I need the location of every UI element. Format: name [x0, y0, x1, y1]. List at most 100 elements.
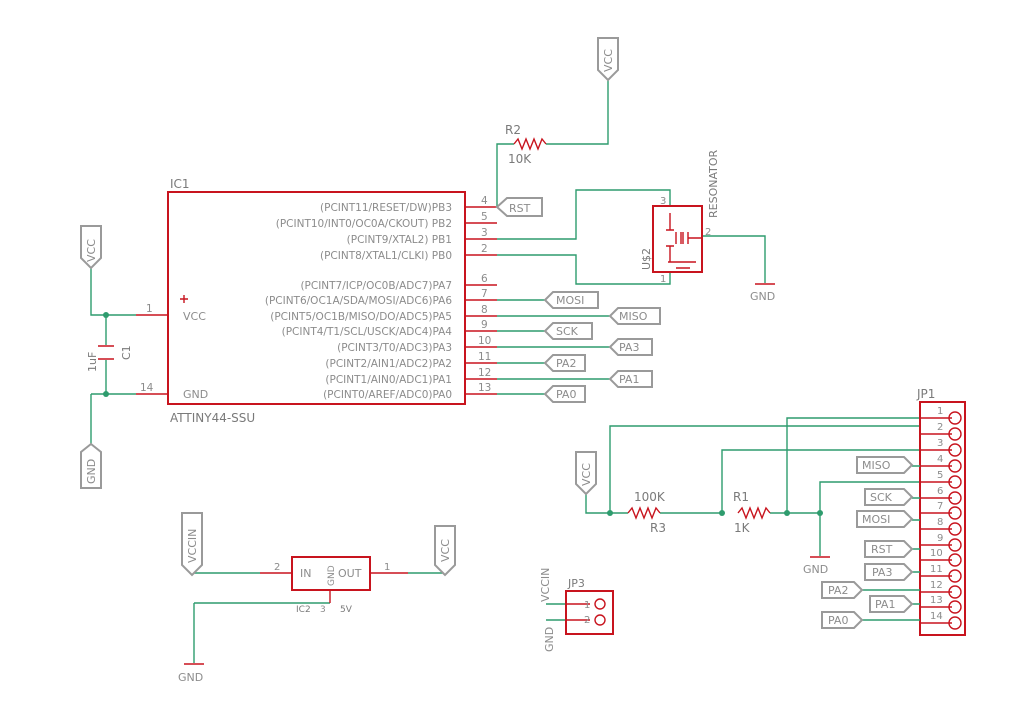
regulator-body — [291, 556, 371, 591]
ic1-pin-name-pa3: (PCINT3/T0/ADC3)PA3 — [337, 342, 452, 354]
isp-reset-network: 100K R3 R1 1K GND — [585, 417, 920, 576]
ic1-pin-num-7: 7 — [481, 288, 488, 300]
vccin-flag-shape — [181, 512, 203, 577]
resonator: 3 2 1 RESONATOR U$2 GND — [497, 149, 775, 303]
pa1-flag-shape — [608, 370, 653, 388]
regulator-pin-out: 1 — [384, 562, 390, 573]
ic1-pin-name-pa7: (PCINT7/ICP/OC0B/ADC7)PA7 — [300, 280, 452, 292]
jp1-pa3-label: PA3 — [872, 566, 892, 579]
vccin-flag-label: VCCIN — [186, 529, 199, 563]
jp1-pins — [920, 417, 952, 624]
vcc-flag-label: VCC — [439, 539, 452, 562]
jp3-pins — [565, 603, 590, 621]
regulator-ref: IC2 — [296, 605, 311, 615]
resonator-pin3: 3 — [660, 196, 666, 207]
signal-wires — [497, 299, 610, 395]
pa0-flag-label: PA0 — [556, 388, 576, 401]
vcc-flag-shape — [597, 37, 619, 82]
jp1-sck-flag — [864, 488, 914, 506]
vcc-flag-isp: VCC — [575, 451, 597, 496]
pa2-flag-shape — [543, 354, 586, 372]
ic1-pin-num-12: 12 — [478, 367, 491, 379]
r3-zigzag — [627, 506, 661, 520]
jp1-pa2-label: PA2 — [828, 584, 848, 597]
jp3-pin1: 1 — [584, 600, 590, 611]
regulator-out-label: OUT — [338, 567, 362, 580]
r2-ref: R2 — [505, 123, 521, 137]
jp1-sck-label: SCK — [870, 491, 893, 504]
ic1-pin-name-pb2: (PCINT10/INT0/OC0A/CKOUT) PB2 — [276, 218, 452, 230]
rst-flag-shape — [495, 197, 543, 217]
gnd-flag-shape — [80, 442, 102, 489]
resonator-ref: U$2 — [640, 248, 653, 270]
ic1-value: ATTINY44-SSU — [170, 411, 255, 425]
jp1-pin-1: 1 — [937, 406, 943, 417]
jp1-pin-3: 3 — [937, 438, 943, 449]
jp1-flag-wires — [862, 465, 920, 621]
vcc-flag-label: VCC — [602, 49, 615, 72]
jp1-pin-7: 7 — [937, 501, 943, 512]
jp1-pin-10: 10 — [930, 548, 943, 559]
jp1-rst-flag — [864, 540, 914, 558]
cap-wires — [90, 266, 136, 445]
r2-value: 10K — [508, 152, 532, 166]
ic1-pin-name-pa1: (PCINT1/AIN0/ADC1)PA1 — [325, 374, 452, 386]
isp-wires — [585, 417, 920, 556]
jp1-pin-4: 4 — [937, 454, 943, 465]
ic1-right-pins — [465, 206, 497, 395]
jp1-pin-14: 14 — [930, 611, 943, 622]
jp1-pin-2: 2 — [937, 422, 943, 433]
junction-dot — [103, 312, 109, 318]
rst-flag-label: RST — [509, 202, 531, 215]
ic1-origin-mark — [180, 295, 188, 303]
jp1-pa0-flag — [821, 611, 864, 629]
ic1-vcc-label: VCC — [183, 310, 206, 323]
jp1-pa1-label: PA1 — [875, 598, 895, 611]
ic1-pin-name-pb0: (PCINT8/XTAL1/CLKI) PB0 — [320, 250, 452, 262]
ic1-pin-num-4: 4 — [481, 195, 488, 207]
jp1-mosi-flag — [856, 510, 914, 528]
gnd-label-isp: GND — [803, 563, 828, 576]
r3-value: 100K — [634, 490, 666, 504]
ic1-pin-num-13: 13 — [478, 382, 491, 394]
ic1-body — [167, 191, 466, 405]
vccin-flag-regulator: VCCIN — [181, 512, 203, 577]
ic1-pin-num-3: 3 — [481, 227, 488, 239]
ic1-pin-num-5: 5 — [481, 211, 488, 223]
ic1-ref: IC1 — [170, 177, 190, 191]
rst-flag: RST — [495, 197, 543, 217]
ic1-pin-num-6: 6 — [481, 273, 488, 285]
ic1-pin-name-pa0: (PCINT0/AREF/ADC0)PA0 — [323, 389, 452, 401]
ic1-pin-name-pa2: (PCINT2/AIN1/ADC2)PA2 — [325, 358, 452, 370]
ic1-pin-name-pb1: (PCINT9/XTAL2) PB1 — [347, 234, 452, 246]
miso-flag-shape — [608, 307, 661, 325]
r1-value: 1K — [734, 521, 751, 535]
ic1-left-pins — [136, 314, 168, 395]
pa1-flag-label: PA1 — [619, 373, 639, 386]
jp1-pin-13: 13 — [930, 595, 943, 606]
resonator-value: RESONATOR — [707, 149, 720, 218]
vcc-flag-label: VCC — [580, 463, 593, 486]
vcc-flag-top: VCC — [597, 37, 619, 82]
pa3-flag-shape — [608, 338, 653, 356]
regulator-value: 5V — [340, 605, 353, 615]
regulator-pin-gnd: 3 — [320, 605, 326, 615]
sck-flag-label: SCK — [556, 325, 579, 338]
jp1-pin-5: 5 — [937, 470, 943, 481]
jp3-connector: JP3 1 2 VCCIN GND — [539, 568, 614, 652]
jp3-wires — [546, 603, 565, 621]
regulator-pins — [260, 572, 408, 603]
gnd-flag-label: GND — [85, 459, 98, 484]
jp1-pin-8: 8 — [937, 517, 943, 528]
vcc-flag-left: VCC — [80, 225, 102, 270]
c1-ref: C1 — [120, 345, 133, 360]
gnd-label-resonator: GND — [750, 290, 775, 303]
resonator-symbol — [666, 213, 702, 269]
r1-zigzag — [737, 506, 771, 520]
jp1-pin-11: 11 — [930, 564, 943, 575]
regulator-in-label: IN — [300, 567, 311, 580]
resonator-pin2: 2 — [705, 227, 711, 238]
vcc-flag-shape — [575, 451, 597, 496]
jp3-ref: JP3 — [567, 577, 585, 590]
c1-plates — [98, 345, 114, 360]
